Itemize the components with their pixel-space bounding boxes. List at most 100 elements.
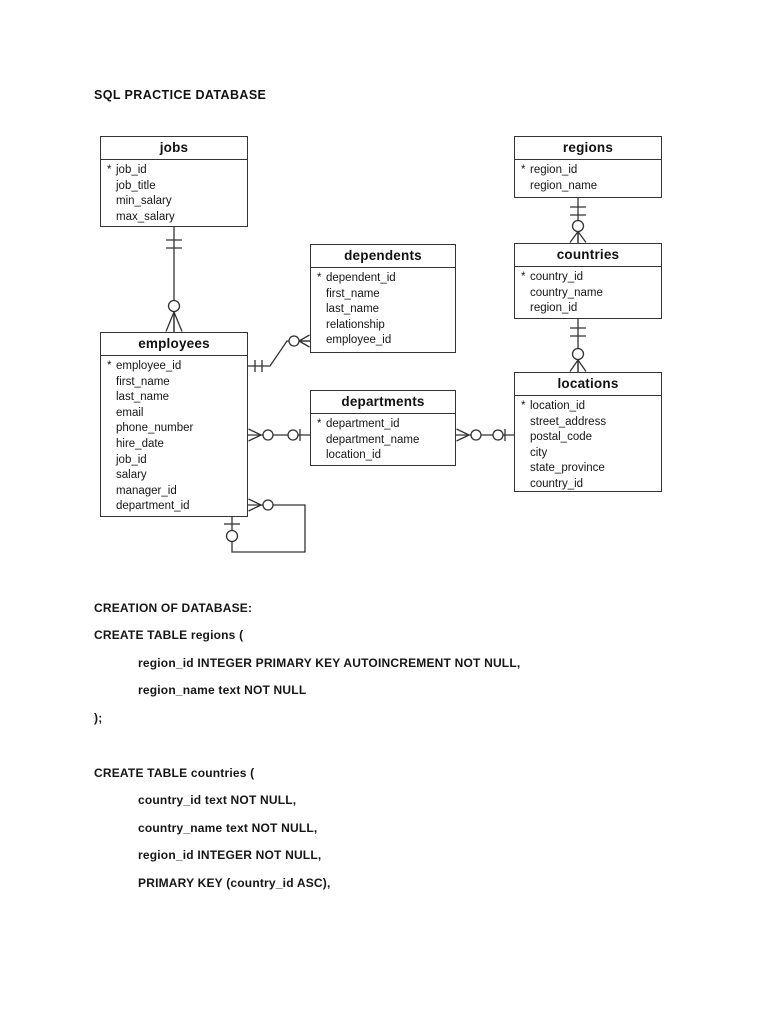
primary-key-marker: * bbox=[317, 418, 322, 430]
field-name: department_id bbox=[116, 500, 190, 513]
field-name: job_id bbox=[116, 453, 147, 466]
field-name: employee_id bbox=[326, 334, 392, 347]
field-name: max_salary bbox=[116, 210, 175, 223]
field-countries-region_id: region_id bbox=[515, 301, 661, 317]
field-name: street_address bbox=[530, 415, 607, 428]
field-countries-country_id: *country_id bbox=[515, 270, 661, 286]
entity-title-employees: employees bbox=[101, 333, 247, 356]
sql-line-5 bbox=[94, 732, 694, 760]
sql-line-0: CREATION OF DATABASE: bbox=[94, 600, 253, 615]
field-regions-region_id: *region_id bbox=[515, 163, 661, 179]
field-name: min_salary bbox=[116, 195, 172, 208]
sql-line-8: country_name text NOT NULL, bbox=[138, 820, 318, 835]
relationship-employees-departments bbox=[248, 428, 310, 442]
field-jobs-max_salary: max_salary bbox=[101, 210, 247, 226]
field-departments-department_name: department_name bbox=[311, 433, 455, 449]
field-locations-postal_code: postal_code bbox=[515, 430, 661, 446]
entity-title-departments: departments bbox=[311, 391, 455, 414]
relationship-countries-locations bbox=[569, 319, 587, 372]
relationship-regions-countries bbox=[569, 198, 587, 243]
field-name: first_name bbox=[116, 375, 170, 388]
field-name: city bbox=[530, 446, 548, 459]
field-name: manager_id bbox=[116, 484, 177, 497]
field-employees-last_name: last_name bbox=[101, 390, 247, 406]
field-name: hire_date bbox=[116, 437, 164, 450]
field-employees-department_id: department_id bbox=[101, 499, 247, 515]
field-name: employee_id bbox=[116, 360, 182, 372]
field-employees-job_id: job_id bbox=[101, 453, 247, 469]
field-departments-location_id: location_id bbox=[311, 448, 455, 464]
entity-fields-jobs: * job_id job_title min_salary max_salary bbox=[101, 160, 247, 225]
field-name: department_id bbox=[326, 418, 400, 430]
entity-departments: departments * department_id department_name… bbox=[310, 390, 456, 466]
sql-line-4: ); bbox=[94, 710, 103, 725]
sql-line-6: CREATE TABLE countries ( bbox=[94, 765, 255, 780]
field-name: last_name bbox=[116, 391, 170, 404]
field-name: country_id bbox=[530, 271, 584, 283]
field-locations-city: city bbox=[515, 446, 661, 462]
sql-line-1: CREATE TABLE regions ( bbox=[94, 628, 244, 643]
page-title: SQL PRACTICE DATABASE bbox=[94, 88, 267, 102]
field-name: last_name bbox=[326, 303, 380, 316]
field-jobs-min_salary: min_salary bbox=[101, 194, 247, 210]
field-name: region_name bbox=[530, 179, 598, 192]
field-name: region_id bbox=[530, 164, 578, 176]
field-name: location_id bbox=[530, 400, 585, 412]
entity-employees: employees * employee_id first_name last_name… bbox=[100, 332, 248, 517]
relationship-departments-locations bbox=[456, 428, 514, 442]
field-dependents-first_name: first_name bbox=[311, 287, 455, 303]
sql-line-10: PRIMARY KEY (country_id ASC), bbox=[138, 875, 331, 890]
entity-fields-departments: * department_id department_name location_id bbox=[311, 414, 455, 464]
sql-line-7: country_id text NOT NULL, bbox=[138, 793, 297, 808]
field-jobs-job_id: * job_id bbox=[101, 163, 247, 179]
field-regions-region_name: region_name bbox=[515, 179, 661, 195]
field-employees-phone_number: phone_number bbox=[101, 421, 247, 437]
field-name: country_id bbox=[530, 477, 584, 490]
field-name: state_province bbox=[530, 462, 605, 475]
primary-key-marker: * bbox=[107, 360, 112, 372]
field-jobs-job_title: job_title bbox=[101, 179, 247, 195]
sql-line-3: region_name text NOT NULL bbox=[138, 683, 307, 698]
entity-title-dependents: dependents bbox=[311, 245, 455, 268]
relationship-employees-dependents bbox=[248, 334, 310, 372]
field-employees-employee_id: * employee_id bbox=[101, 359, 247, 375]
field-name: relationship bbox=[326, 318, 385, 331]
field-name: email bbox=[116, 406, 144, 419]
field-countries-country_name: country_name bbox=[515, 286, 661, 302]
field-employees-manager_id: manager_id bbox=[101, 484, 247, 500]
field-name: country_name bbox=[530, 286, 603, 299]
field-employees-salary: salary bbox=[101, 468, 247, 484]
field-locations-state_province: state_province bbox=[515, 461, 661, 477]
primary-key-marker: * bbox=[107, 164, 112, 176]
entity-title-locations: locations bbox=[515, 373, 661, 396]
primary-key-marker: * bbox=[521, 400, 526, 412]
field-name: job_title bbox=[116, 179, 156, 192]
field-name: salary bbox=[116, 469, 147, 482]
sql-line-2: region_id INTEGER PRIMARY KEY AUTOINCREM… bbox=[138, 655, 521, 670]
entity-title-regions: regions bbox=[515, 137, 661, 160]
field-employees-email: email bbox=[101, 406, 247, 422]
field-name: first_name bbox=[326, 287, 380, 300]
primary-key-marker: * bbox=[317, 272, 322, 284]
field-name: job_id bbox=[116, 164, 147, 176]
field-name: location_id bbox=[326, 449, 381, 462]
field-dependents-employee_id: employee_id bbox=[311, 333, 455, 349]
field-locations-street_address: street_address bbox=[515, 415, 661, 431]
field-dependents-last_name: last_name bbox=[311, 302, 455, 318]
field-employees-first_name: first_name bbox=[101, 375, 247, 391]
field-name: department_name bbox=[326, 433, 420, 446]
field-dependents-relationship: relationship bbox=[311, 318, 455, 334]
field-name: region_id bbox=[530, 302, 578, 315]
field-locations-country_id: country_id bbox=[515, 477, 661, 493]
relationship-jobs-employees bbox=[165, 227, 183, 332]
